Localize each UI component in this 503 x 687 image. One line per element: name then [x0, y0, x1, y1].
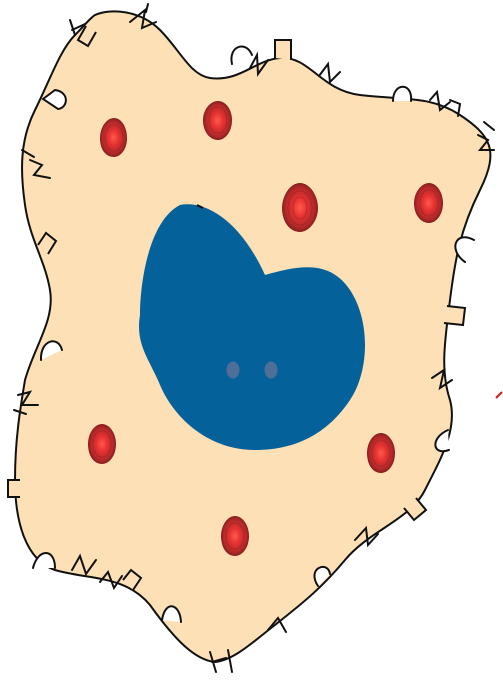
- nucleolus: [227, 362, 240, 379]
- organelle: [367, 433, 395, 473]
- receptor-bracket: [275, 40, 291, 60]
- stray-mark: [496, 392, 502, 398]
- receptor-fork: [484, 122, 494, 130]
- organelle: [221, 516, 249, 556]
- organelle: [88, 424, 116, 464]
- receptor-bracket: [444, 306, 465, 325]
- receptor-cap: [393, 87, 411, 101]
- receptor-bracket: [8, 480, 20, 497]
- nucleolus: [265, 362, 278, 379]
- receptor-cap: [455, 237, 474, 262]
- receptor-cap: [231, 46, 252, 64]
- receptor-zigzag: [146, 4, 148, 12]
